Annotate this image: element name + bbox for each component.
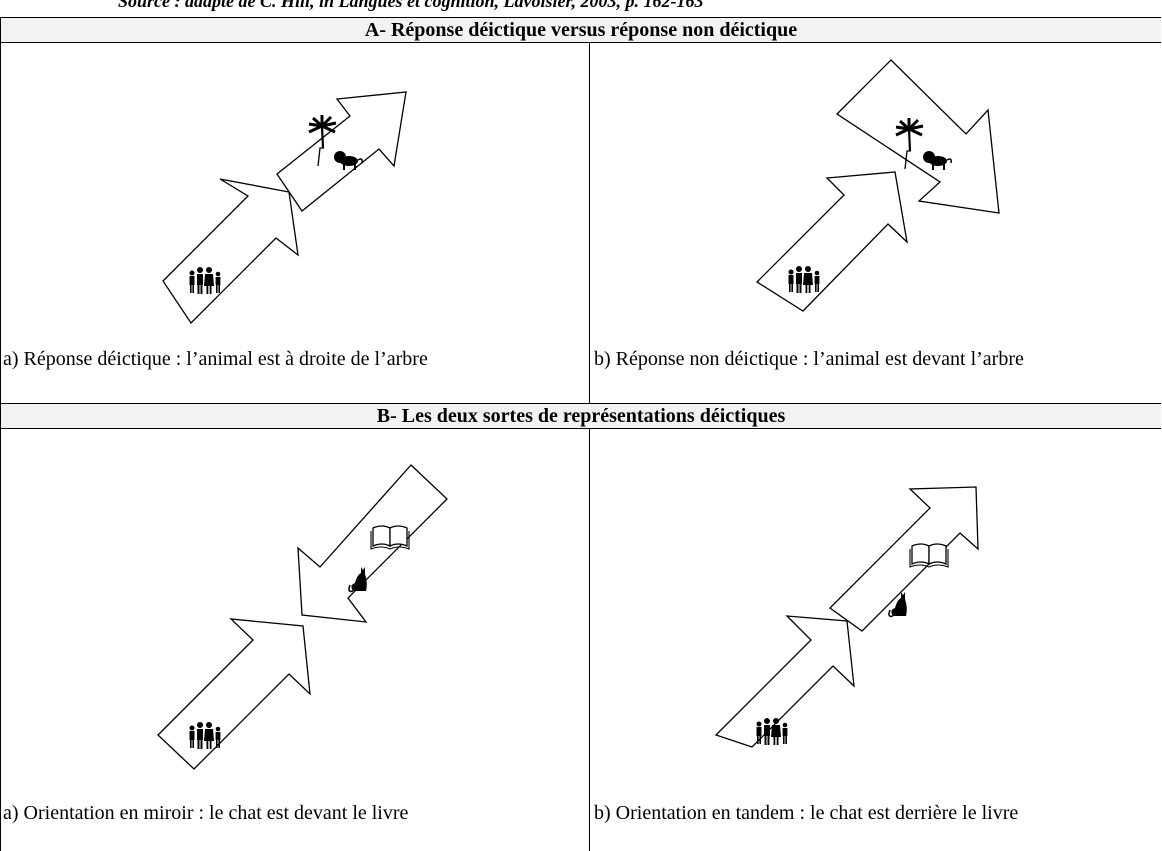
- diagram-b-mirror: [157, 464, 448, 770]
- column-divider-a: [589, 43, 590, 403]
- observer-arrow: [157, 618, 311, 770]
- caption-b-left: a) Orientation en miroir : le chat est d…: [3, 802, 409, 824]
- diagram-a-deictic: [162, 91, 407, 325]
- people-icon: [788, 266, 820, 293]
- observer-arrow: [714, 615, 855, 748]
- caption-a-left: a) Réponse déictique : l’animal est à dr…: [3, 348, 428, 370]
- row-divider: [1, 403, 1161, 404]
- cat-icon: [348, 567, 367, 593]
- caption-b-right: b) Orientation en tandem : le chat est d…: [594, 802, 1019, 824]
- lion-icon: [334, 151, 363, 170]
- diagram-b-tandem: [714, 486, 979, 748]
- people-icon: [756, 718, 788, 745]
- observer-arrow: [755, 171, 908, 312]
- section-a-title: A- Réponse déictique versus réponse non …: [364, 19, 798, 41]
- lion-icon: [923, 151, 952, 170]
- people-icon: [189, 722, 221, 749]
- tandem-arrow: [828, 486, 979, 632]
- section-a-header: A- Réponse déictique versus réponse non …: [1, 18, 1161, 43]
- reference-arrow: [835, 59, 1000, 214]
- book-icon: [909, 543, 949, 568]
- column-divider-b: [589, 429, 590, 851]
- source-citation: Source : adapté de C. Hill, in Langues e…: [118, 0, 704, 11]
- people-icon: [189, 267, 221, 294]
- diagram-a-non-deictic: [755, 59, 1000, 312]
- cat-icon: [888, 592, 907, 618]
- tree-icon: [308, 115, 337, 167]
- tree-icon: [895, 118, 924, 170]
- caption-a-right: b) Réponse non déictique : l’animal est …: [594, 348, 1024, 370]
- book-icon: [370, 525, 410, 550]
- section-b-header: B- Les deux sortes de représentations dé…: [1, 404, 1161, 429]
- section-b-title: B- Les deux sortes de représentations dé…: [376, 405, 786, 427]
- figure-table: A- Réponse déictique versus réponse non …: [0, 17, 1161, 851]
- observer-arrow: [162, 178, 299, 325]
